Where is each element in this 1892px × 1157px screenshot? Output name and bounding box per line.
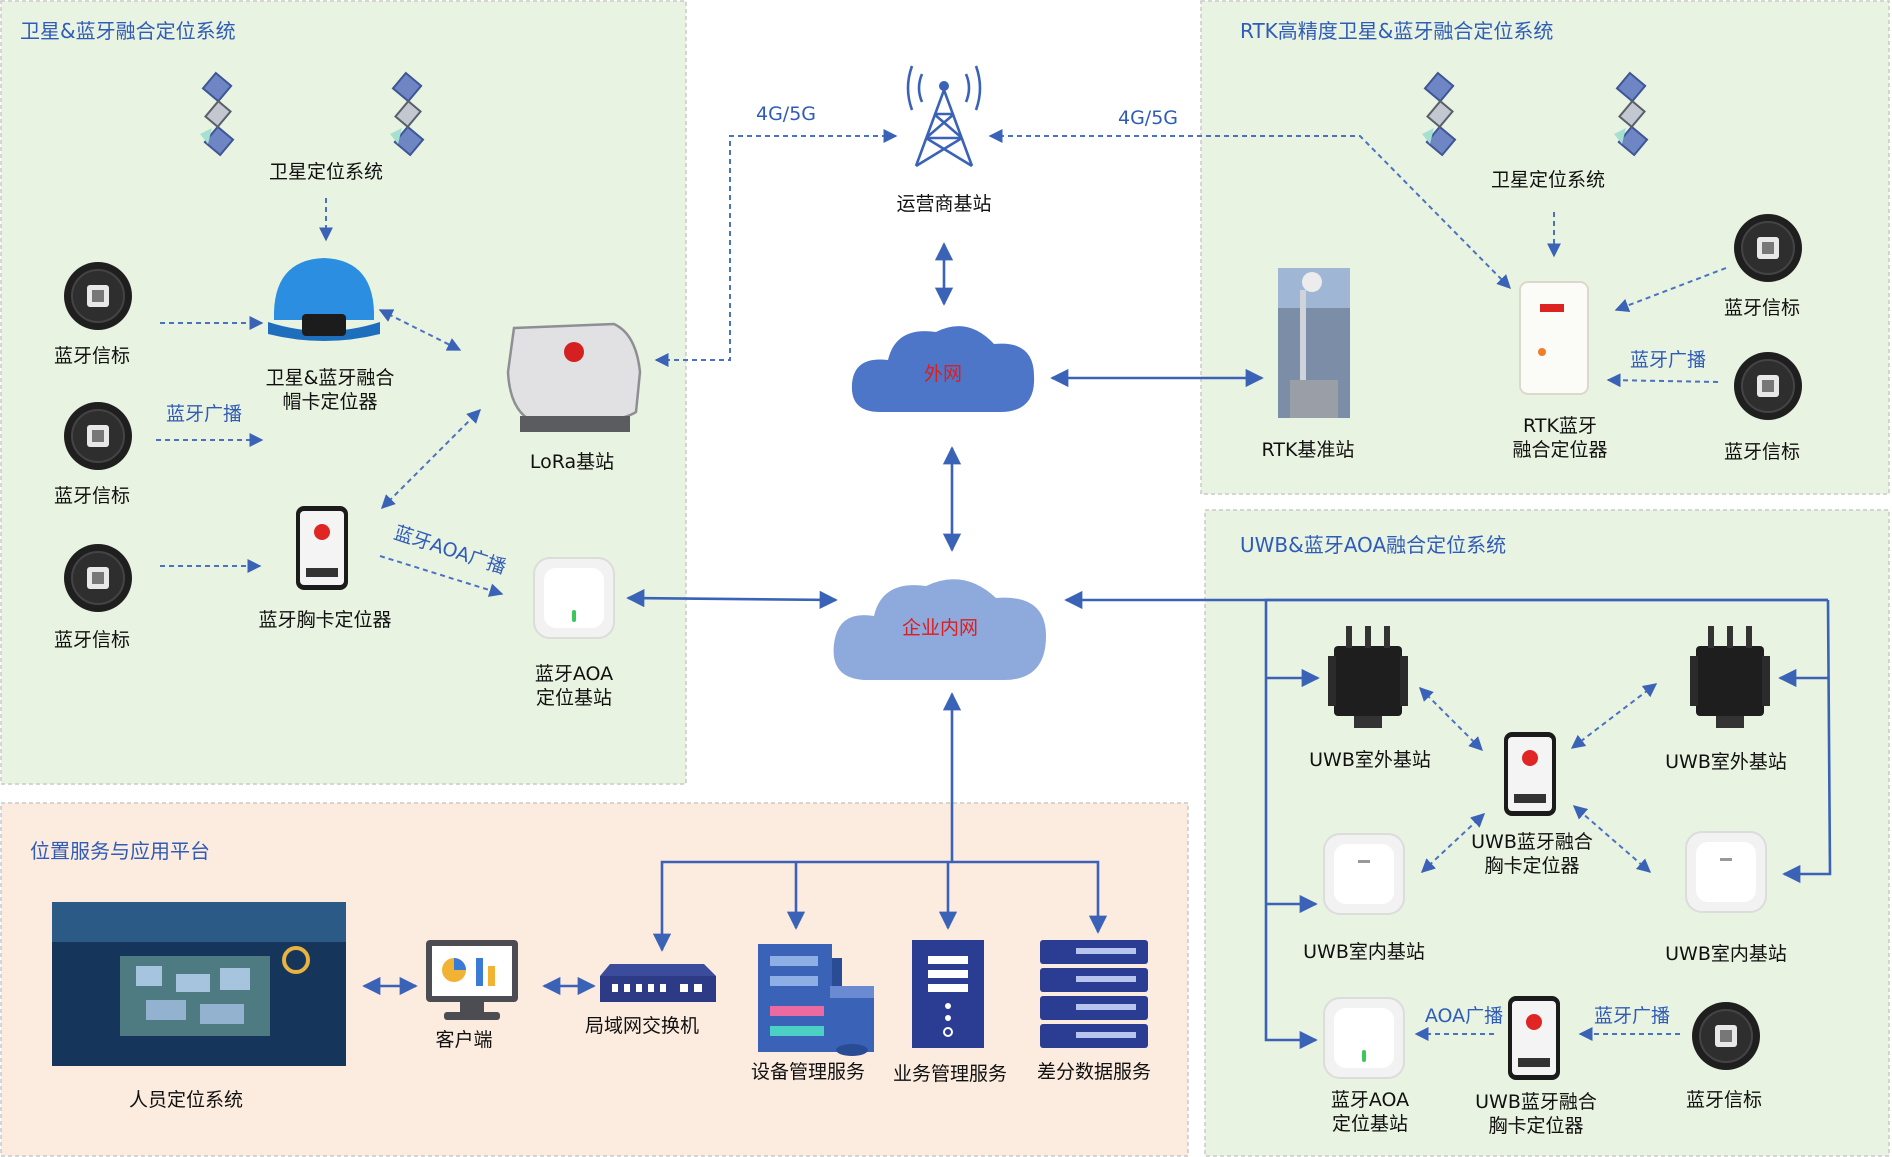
- link-tower-rtk-device: [988, 129, 1511, 289]
- platform-system-label: 人员定位系统: [129, 1089, 243, 1111]
- platform-switch-label: 局域网交换机: [585, 1015, 699, 1037]
- panel-title-sat-bt: 卫星&蓝牙融合定位系统: [20, 19, 236, 43]
- badge-locator-icon: [296, 506, 348, 590]
- helmet-label-1: 卫星&蓝牙融合: [266, 367, 395, 389]
- diff-data-server-icon: [1040, 940, 1148, 1048]
- intranet-label: 企业内网: [902, 617, 978, 639]
- beacon-icon: [63, 543, 133, 613]
- uwb-indoor-base-icon: [1323, 833, 1405, 915]
- link-lora-tower: [654, 129, 898, 367]
- link-indoor-right-badge: [1572, 805, 1652, 873]
- rtk-beacon-label-2: 蓝牙信标: [1724, 441, 1800, 463]
- platform-bus: [652, 860, 1108, 952]
- uwb-badge1-label-2: 胸卡定位器: [1484, 855, 1579, 877]
- uwb-outdoor-left-label: UWB室外基站: [1309, 749, 1431, 771]
- client-monitor-icon: [426, 940, 518, 1020]
- tower-icon: [906, 65, 982, 168]
- uwb-aoa-label-1: 蓝牙AOA: [1331, 1089, 1409, 1111]
- left-satellite-label: 卫星定位系统: [269, 161, 383, 183]
- rtk-device-label-2: 融合定位器: [1512, 439, 1607, 461]
- left-beacon-label-1: 蓝牙信标: [54, 345, 130, 367]
- link-aoa-intranet: [626, 589, 838, 609]
- uwb-badge2-label-1: UWB蓝牙融合: [1475, 1091, 1597, 1113]
- uwb-indoor-left-label: UWB室内基站: [1303, 941, 1425, 963]
- uwb-indoor-right-label: UWB室内基站: [1665, 943, 1787, 965]
- beacon-icon: [63, 261, 133, 331]
- link-rtk-beacon1: [1614, 267, 1727, 313]
- rtk-device-icon: [1519, 281, 1589, 395]
- business-server-icon: [912, 940, 984, 1048]
- uwb-bt-broadcast-label: 蓝牙广播: [1594, 1005, 1670, 1027]
- link-outdoor-left-badge: [1419, 687, 1483, 751]
- uwb-aoa-base-icon: [1323, 997, 1405, 1079]
- uwb-beacon-label: 蓝牙信标: [1686, 1089, 1762, 1111]
- tower-label: 运营商基站: [896, 193, 991, 215]
- uwb-aoa-label-2: 定位基站: [1332, 1113, 1408, 1135]
- rtk-satellite-label: 卫星定位系统: [1491, 169, 1605, 191]
- lora-label: LoRa基站: [530, 451, 614, 473]
- uwb-aoa-broadcast-label: AOA广播: [1425, 1005, 1503, 1027]
- uwb-badge2-label-2: 胸卡定位器: [1488, 1115, 1583, 1137]
- beacon-icon: [63, 401, 133, 471]
- uwb-badge-icon: [1508, 996, 1560, 1080]
- internet-cloud: [851, 326, 1035, 412]
- panel-title-platform: 位置服务与应用平台: [30, 839, 210, 863]
- rtk-beacon-label-1: 蓝牙信标: [1724, 297, 1800, 319]
- aoa-base-icon: [533, 557, 615, 639]
- rtk-device-label-1: RTK蓝牙: [1523, 415, 1597, 437]
- left-aoa-label-2: 定位基站: [536, 687, 612, 709]
- platform-diff-svc-label: 差分数据服务: [1037, 1061, 1151, 1083]
- intranet-cloud: [833, 579, 1046, 680]
- left-beacon-label-3: 蓝牙信标: [54, 629, 130, 651]
- beacon-icon: [1733, 351, 1803, 421]
- helmet-label-2: 帽卡定位器: [282, 391, 377, 413]
- platform-business-svc-label: 业务管理服务: [893, 1063, 1007, 1085]
- device-server-icon: [758, 944, 874, 1056]
- link-badge-aoa: [379, 555, 504, 597]
- left-beacon-label-2: 蓝牙信标: [54, 485, 130, 507]
- dashboard-screenshot: [52, 902, 346, 1066]
- link-label-4g-left: 4G/5G: [756, 103, 816, 125]
- link-rtk-beacon2: [1606, 373, 1719, 388]
- panel-title-rtk: RTK高精度卫星&蓝牙融合定位系统: [1240, 19, 1553, 43]
- internet-label: 外网: [924, 363, 962, 385]
- rtk-base-station-icon: [1278, 268, 1350, 418]
- uwb-badge1-label-1: UWB蓝牙融合: [1471, 831, 1593, 853]
- uwb-badge-icon: [1504, 732, 1556, 816]
- link-helmet-lora: [378, 309, 462, 351]
- uwb-indoor-base-icon: [1685, 831, 1767, 913]
- link-label-4g-right: 4G/5G: [1118, 107, 1178, 129]
- link-bus-indoor-right: [1782, 599, 1832, 884]
- rtk-base-label: RTK基准站: [1262, 439, 1355, 461]
- beacon-icon: [1691, 1001, 1761, 1071]
- platform-device-svc-label: 设备管理服务: [751, 1061, 865, 1083]
- helmet-locator-icon: [268, 258, 380, 341]
- left-bt-broadcast-label: 蓝牙广播: [166, 403, 242, 425]
- switch-icon: [600, 964, 716, 1002]
- platform-client-label: 客户端: [435, 1029, 492, 1051]
- rtk-bt-broadcast-label: 蓝牙广播: [1630, 349, 1706, 371]
- uwb-outdoor-right-label: UWB室外基站: [1665, 751, 1787, 773]
- lora-gateway-icon: [506, 322, 642, 432]
- panel-title-uwb: UWB&蓝牙AOA融合定位系统: [1240, 533, 1506, 557]
- beacon-icon: [1733, 213, 1803, 283]
- left-badge-label: 蓝牙胸卡定位器: [258, 609, 391, 631]
- left-aoa-label-1: 蓝牙AOA: [535, 663, 613, 685]
